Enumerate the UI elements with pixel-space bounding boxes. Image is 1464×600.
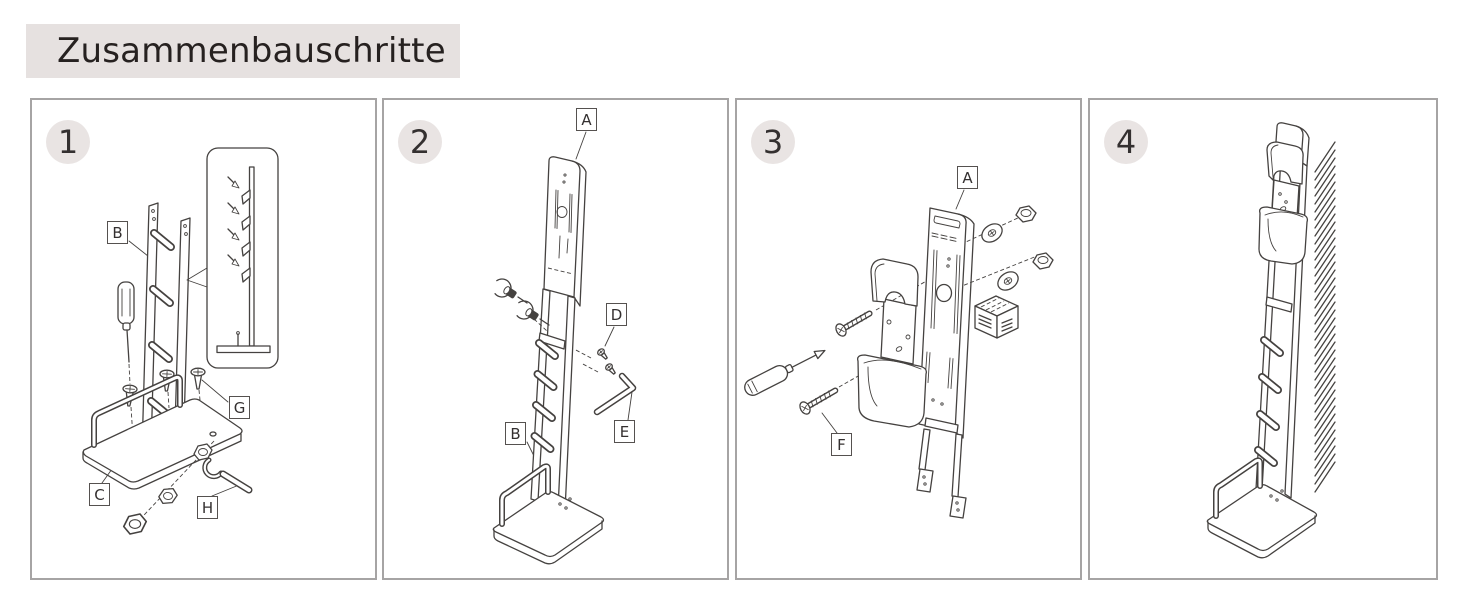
- part-label-h: H: [197, 496, 218, 519]
- step-number: 3: [762, 123, 784, 161]
- step-3-number-badge: 3: [751, 120, 795, 164]
- part-label-b: B: [505, 422, 526, 445]
- step-2-number-badge: 2: [398, 120, 442, 164]
- base-plate-drawing: [1206, 457, 1318, 559]
- screwdriver-drawing: [744, 349, 826, 396]
- hook-detail-inset: [186, 147, 279, 369]
- wall-rail-drawing: [530, 288, 576, 512]
- small-screws-drawing: [573, 348, 616, 375]
- step-1-illustration: [82, 147, 279, 535]
- screwdriver-drawing: [117, 281, 135, 385]
- part-label-f: F: [831, 433, 852, 456]
- step-number: 4: [1115, 123, 1137, 161]
- top-plate-drawing: [543, 156, 587, 307]
- bracket-box-drawing: [974, 295, 1019, 339]
- part-label-c: C: [89, 483, 110, 506]
- nuts-drawing: [122, 440, 215, 535]
- part-label-e: E: [614, 420, 635, 443]
- washers-nuts-drawing: [981, 205, 1054, 291]
- wall-plate-drawing: [918, 207, 975, 439]
- part-label-b: B: [107, 221, 128, 244]
- allen-key-drawing: [593, 372, 637, 416]
- part-label-g: G: [229, 396, 250, 419]
- step-2-illustration: [492, 131, 637, 565]
- step-panel-2: 2: [382, 98, 729, 580]
- washer-screws-drawing: [492, 278, 550, 332]
- step-number: 2: [409, 123, 431, 161]
- leader-lines: [821, 189, 965, 434]
- part-label-a: A: [957, 166, 978, 189]
- base-screws-drawing: [122, 367, 206, 439]
- step-1-number-badge: 1: [46, 120, 90, 164]
- step-4-illustration: [1206, 122, 1336, 559]
- step-3-illustration: [744, 189, 1054, 519]
- part-label-d: D: [606, 303, 627, 326]
- step-panel-3: 3: [735, 98, 1082, 580]
- step-panel-4: 4: [1088, 98, 1438, 580]
- step-number: 1: [57, 123, 79, 161]
- part-label-a: A: [576, 108, 597, 131]
- step-4-number-badge: 4: [1104, 120, 1148, 164]
- mounting-screws-drawing: [799, 310, 873, 415]
- step-panel-1: 1: [30, 98, 377, 580]
- wrench-drawing: [202, 457, 253, 494]
- wall-hatch-lines: [1314, 141, 1336, 493]
- assembled-stand-drawing: [1254, 122, 1310, 499]
- base-plate-drawing: [82, 374, 243, 490]
- cradle-dock-drawing: [857, 258, 927, 428]
- page-title: Zusammenbauschritte: [26, 24, 460, 78]
- base-plate-drawing: [492, 463, 605, 565]
- plate-legs-drawing: [916, 417, 967, 519]
